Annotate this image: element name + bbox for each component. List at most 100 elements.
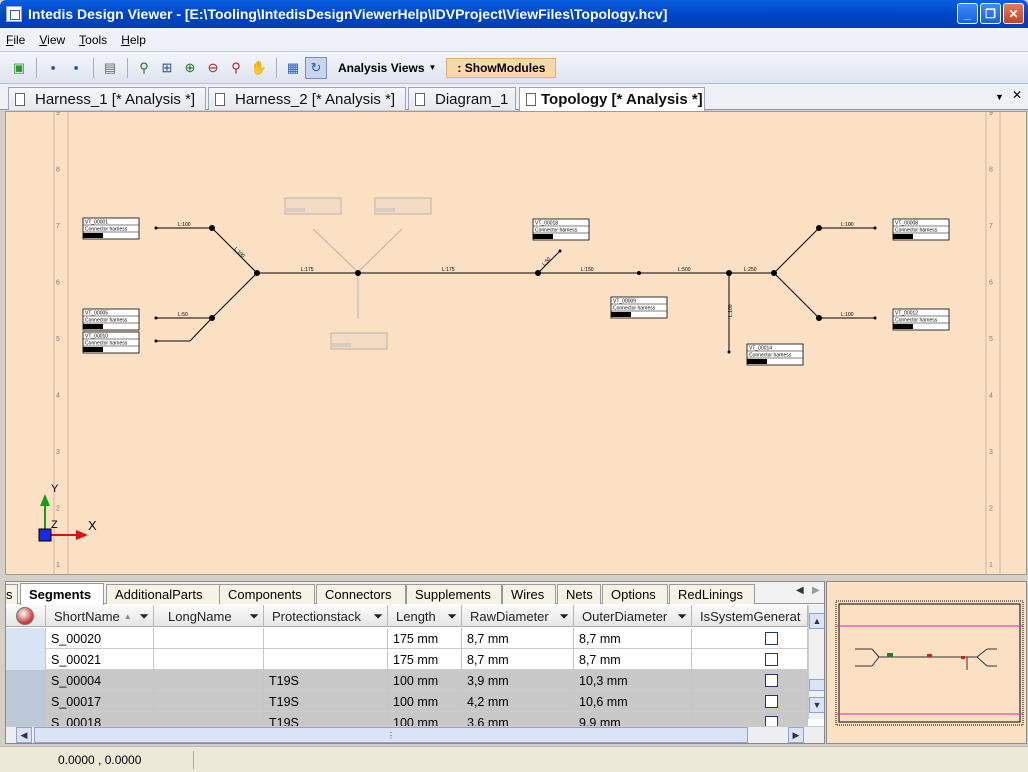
table-cell[interactable]: T19S xyxy=(264,670,388,691)
column-header-longname[interactable]: LongName⏷ xyxy=(154,605,264,627)
table-cell[interactable] xyxy=(154,649,264,670)
tab-nets[interactable]: Nets xyxy=(557,584,601,604)
vertical-scrollbar[interactable]: ▲ ▼ xyxy=(808,605,824,719)
tab-components[interactable]: Components xyxy=(219,584,315,604)
zoom-icon[interactable]: ⚲ xyxy=(139,59,149,75)
row-selector-header[interactable] xyxy=(6,605,46,627)
table-cell[interactable]: 10,3 mm xyxy=(574,670,692,691)
scroll-thumb[interactable] xyxy=(809,679,824,691)
table-cell[interactable]: 100 mm xyxy=(388,670,462,691)
row-selector[interactable] xyxy=(6,670,46,691)
save-icon[interactable]: ▪ xyxy=(50,60,56,75)
column-chooser-icon[interactable] xyxy=(16,607,34,625)
splitter[interactable] xyxy=(0,575,1028,581)
tab-additional-parts[interactable]: AdditionalParts xyxy=(106,584,220,604)
tab-topology[interactable]: Topology [* Analysis *] xyxy=(519,87,705,111)
table-cell[interactable] xyxy=(154,691,264,712)
tab-harness-1[interactable]: Harness_1 [* Analysis *] xyxy=(8,87,206,110)
tab-connectors[interactable]: Connectors xyxy=(316,584,406,604)
issystemgenerated-checkbox[interactable] xyxy=(765,653,778,666)
minimize-button[interactable]: _ xyxy=(957,3,978,24)
tab-options[interactable]: Options xyxy=(602,584,668,604)
overview-drawing[interactable] xyxy=(827,582,1026,743)
tab-harness-2[interactable]: Harness_2 [* Analysis *] xyxy=(208,87,406,110)
maximize-button[interactable]: ❐ xyxy=(980,3,1001,24)
table-cell[interactable]: 8,7 mm xyxy=(462,649,574,670)
issystemgenerated-checkbox[interactable] xyxy=(765,695,778,708)
table-cell[interactable] xyxy=(154,628,264,649)
tab-supplements[interactable]: Supplements xyxy=(406,584,502,604)
tab-list-icon[interactable]: ▼ xyxy=(995,92,1004,102)
table-cell[interactable]: 8,7 mm xyxy=(462,628,574,649)
grid-view-icon[interactable]: ▦ xyxy=(286,59,300,75)
table-cell[interactable]: T19S xyxy=(264,691,388,712)
horizontal-scrollbar[interactable]: ◀ ⋮ ▶ xyxy=(6,726,824,743)
menu-tools[interactable]: Tools xyxy=(79,32,108,47)
overview-minimap[interactable] xyxy=(826,581,1027,744)
table-cell[interactable]: 8,7 mm xyxy=(574,628,692,649)
tab-prev-partial[interactable]: s xyxy=(6,584,18,604)
row-selector[interactable] xyxy=(6,649,46,670)
zoom-in-icon[interactable]: ⊕ xyxy=(184,59,196,75)
table-cell[interactable] xyxy=(264,628,388,649)
chevron-down-icon[interactable]: ▼ xyxy=(428,63,437,72)
table-cell[interactable] xyxy=(154,670,264,691)
table-cell[interactable]: S_00021 xyxy=(46,649,154,670)
table-cell[interactable]: S_00020 xyxy=(46,628,154,649)
zoom-fit-icon[interactable]: ⚲ xyxy=(231,59,241,75)
table-cell[interactable]: 4,2 mm xyxy=(462,691,574,712)
tab-scroll-right-icon[interactable]: ▶ xyxy=(812,585,820,596)
scroll-down-icon[interactable]: ▼ xyxy=(809,697,824,713)
zoom-window-icon[interactable]: ⊞ xyxy=(161,59,173,75)
table-cell[interactable]: 175 mm xyxy=(388,628,462,649)
column-header-shortname[interactable]: ShortName▲⏷ xyxy=(46,605,154,627)
issystemgenerated-checkbox[interactable] xyxy=(765,674,778,687)
pan-hand-icon[interactable]: ✋ xyxy=(250,59,268,75)
close-tab-icon[interactable]: ✕ xyxy=(1012,88,1023,102)
scroll-left-icon[interactable]: ◀ xyxy=(16,727,32,743)
table-cell[interactable]: S_00017 xyxy=(46,691,154,712)
column-header-rawdiameter[interactable]: RawDiameter⏷ xyxy=(462,605,574,627)
table-cell[interactable] xyxy=(264,649,388,670)
analysis-views-dropdown[interactable]: Analysis Views xyxy=(338,60,425,75)
table-cell[interactable] xyxy=(154,712,264,733)
table-cell[interactable]: 8,7 mm xyxy=(574,649,692,670)
table-cell[interactable]: S_00004 xyxy=(46,670,154,691)
tab-segments[interactable]: Segments xyxy=(20,583,104,605)
table-cell[interactable]: 100 mm xyxy=(388,691,462,712)
column-header-issystemgenerated[interactable]: IsSystemGenerat xyxy=(692,605,808,627)
save-all-icon[interactable]: ▪ xyxy=(73,60,79,75)
row-selector[interactable] xyxy=(6,691,46,712)
topology-nodes[interactable] xyxy=(154,225,877,354)
tab-redlinings[interactable]: RedLinings xyxy=(669,584,755,604)
row-selector[interactable] xyxy=(6,628,46,649)
scroll-up-icon[interactable]: ▲ xyxy=(809,613,824,629)
scroll-right-icon[interactable]: ▶ xyxy=(788,727,804,743)
column-header-length[interactable]: Length⏷ xyxy=(388,605,462,627)
issystemgenerated-checkbox[interactable] xyxy=(765,632,778,645)
column-header-protectionstack[interactable]: Protectionstack⏷ xyxy=(264,605,388,627)
print-icon[interactable]: ▤ xyxy=(103,59,117,75)
show-modules-button[interactable]: : ShowModules xyxy=(446,57,557,78)
tab-diagram-1[interactable]: Diagram_1 xyxy=(408,87,516,110)
menu-file[interactable]: File xyxy=(6,32,26,47)
menu-view[interactable]: View xyxy=(39,32,66,47)
column-header-outerdiameter[interactable]: OuterDiameter⏷ xyxy=(574,605,692,627)
menu-help[interactable]: Help xyxy=(121,32,146,47)
zoom-out-icon[interactable]: ⊖ xyxy=(207,59,219,75)
table-cell[interactable]: 3,9 mm xyxy=(462,670,574,691)
